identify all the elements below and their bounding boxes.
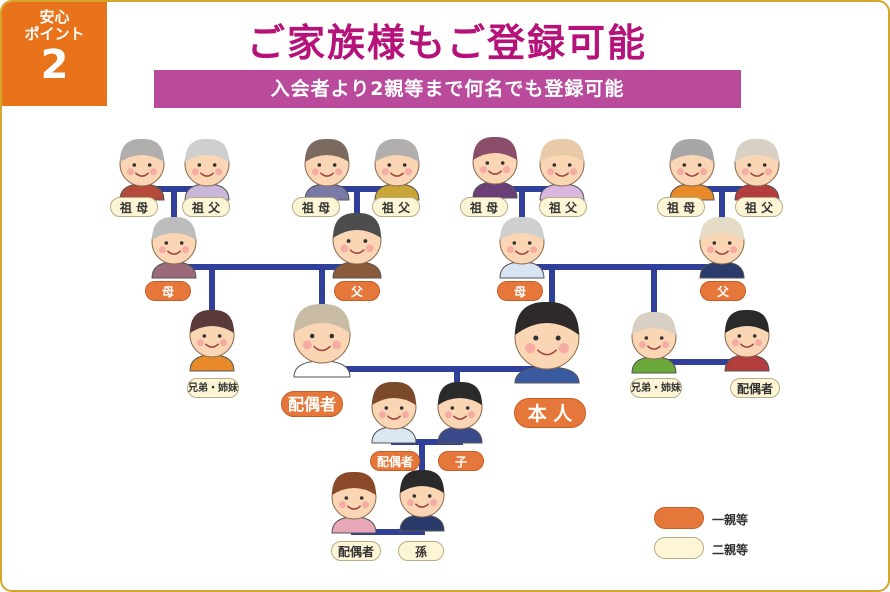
label-grandfather-4: 祖 父	[735, 197, 783, 217]
p-spouse-sibling-figure	[189, 309, 235, 372]
p-grandfather-4-figure	[734, 138, 780, 201]
p-grandfather-1-figure	[184, 138, 230, 201]
label-sibling: 兄弟・姉妹	[630, 378, 682, 398]
badge-number: 2	[40, 42, 69, 88]
label-grandmother-2: 祖 母	[292, 197, 340, 217]
label-spouse-mother: 母	[145, 281, 191, 301]
legend-swatch-first-degree	[654, 507, 704, 529]
badge-line1: 安心	[39, 8, 70, 26]
label-mother: 母	[497, 281, 543, 301]
p-spouse-father-figure	[332, 212, 382, 279]
p-child-spouse-figure	[371, 381, 417, 444]
label-grandmother-4: 祖 母	[657, 197, 705, 217]
label-grandfather-3: 祖 父	[539, 197, 587, 217]
label-grandmother-1: 祖 母	[110, 197, 158, 217]
p-grandmother-4-figure	[669, 138, 715, 201]
label-grandfather-1: 祖 父	[182, 197, 230, 217]
p-grandchild-figure	[399, 469, 445, 532]
subtitle-banner: 入会者より2親等まで何名でも登録可能	[154, 70, 741, 108]
label-self: 本 人	[514, 398, 586, 428]
p-spouse-figure	[293, 303, 351, 378]
p-grandfather-2-figure	[374, 138, 420, 201]
label-spouse: 配偶者	[281, 391, 343, 417]
p-sibling-spouse-figure	[724, 309, 770, 372]
page-title: ご家族様もご登録可能	[246, 21, 647, 65]
p-grandmother-1-figure	[119, 138, 165, 201]
p-father-figure	[699, 216, 745, 279]
legend-label-first-degree: 一親等	[712, 513, 749, 527]
label-grandmother-3: 祖 母	[460, 197, 508, 217]
p-sibling-figure	[631, 311, 677, 374]
point-badge: 安心 ポイント 2	[2, 2, 107, 106]
p-grandfather-3-figure	[539, 138, 585, 201]
badge-line2: ポイント	[24, 25, 85, 43]
p-grandmother-3-figure	[472, 136, 518, 199]
p-grandmother-2-figure	[304, 138, 350, 201]
p-mother-figure	[499, 216, 545, 279]
label-child-spouse: 配偶者	[370, 451, 420, 471]
label-spouse-sibling: 兄弟・姉妹	[187, 378, 239, 398]
p-child-figure	[437, 381, 483, 444]
p-self-figure	[514, 301, 580, 384]
p-spouse-mother-figure	[151, 216, 197, 279]
legend-label-second-degree: 二親等	[712, 543, 749, 557]
label-child: 子	[438, 451, 484, 471]
label-father: 父	[700, 281, 746, 301]
label-sibling-spouse: 配偶者	[730, 378, 780, 398]
label-grandchild-spouse: 配偶者	[331, 541, 381, 561]
label-grandchild: 孫	[398, 541, 444, 561]
label-spouse-father: 父	[334, 281, 380, 301]
legend-swatch-second-degree	[654, 537, 704, 559]
p-grandchild-spouse-figure	[331, 471, 377, 534]
label-grandfather-2: 祖 父	[372, 197, 420, 217]
